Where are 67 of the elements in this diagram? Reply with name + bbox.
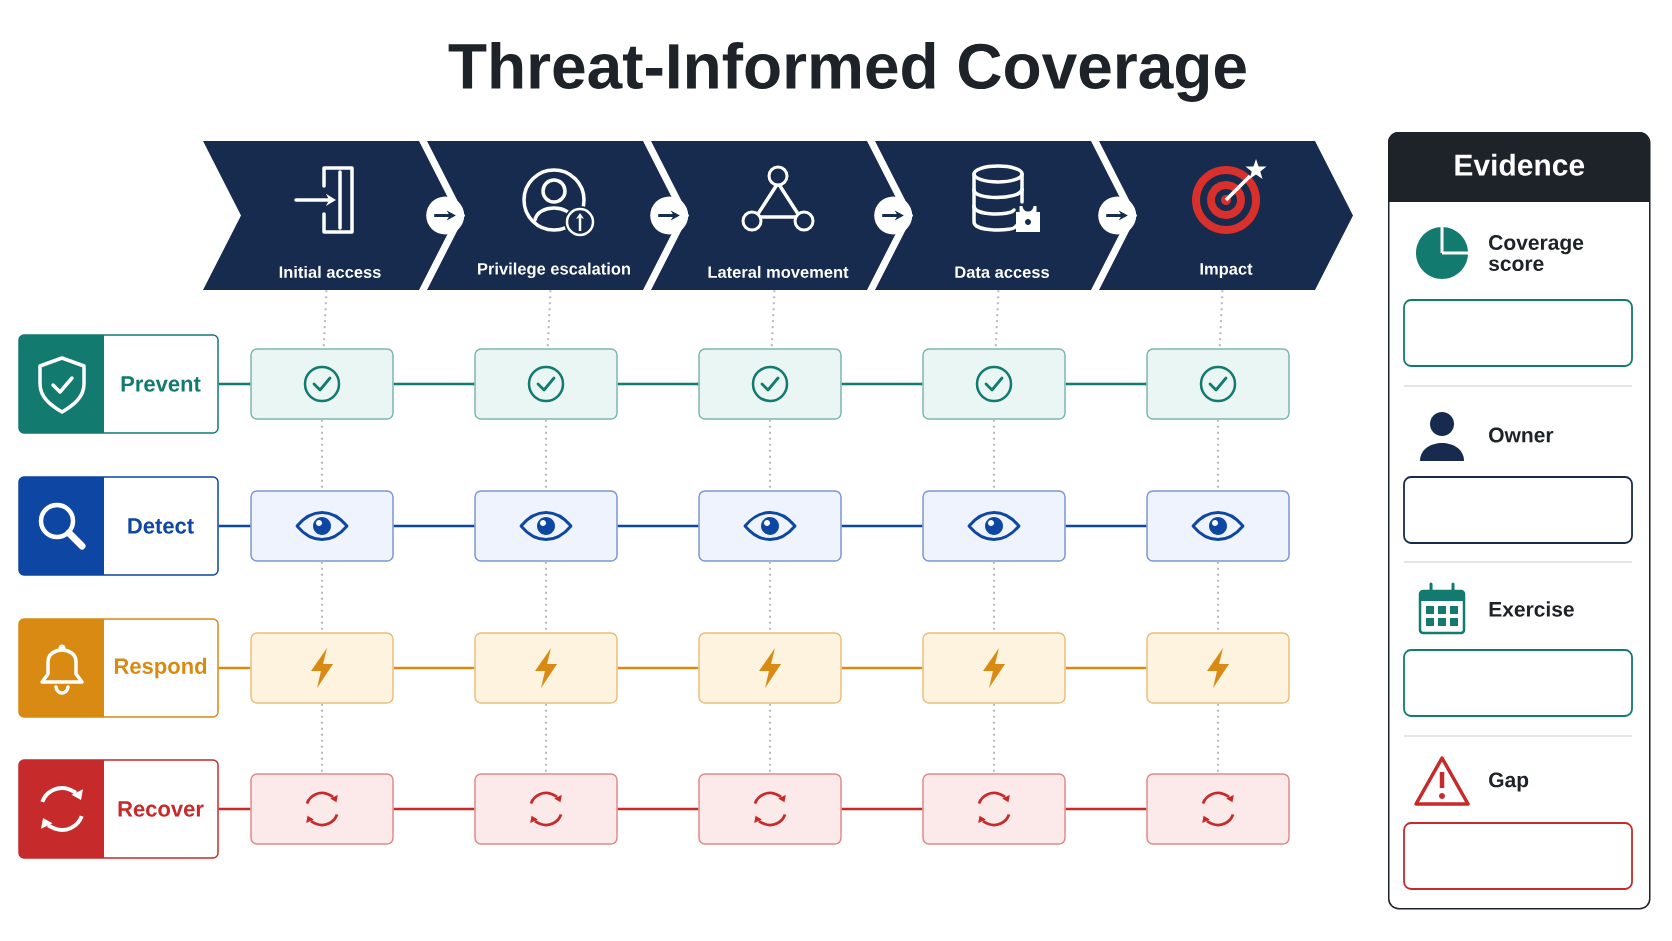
node-label: Initial access bbox=[279, 265, 381, 278]
coverage-cell bbox=[922, 632, 1066, 704]
connector-line bbox=[617, 666, 699, 670]
arrow bbox=[874, 196, 913, 235]
dotted-line bbox=[1217, 702, 1219, 775]
connector-line bbox=[841, 807, 923, 811]
connector-line bbox=[841, 666, 923, 670]
arrow bbox=[650, 196, 689, 235]
connector-line bbox=[218, 382, 251, 386]
coverage-cell bbox=[698, 632, 842, 704]
connector-line bbox=[617, 382, 699, 386]
coverage-cell bbox=[474, 773, 618, 845]
connector-line bbox=[393, 382, 475, 386]
connector-line bbox=[841, 382, 923, 386]
connector-line bbox=[393, 666, 475, 670]
row-label: Recover bbox=[18, 759, 219, 859]
connector-line bbox=[1065, 524, 1147, 528]
field-label: Exercise bbox=[1489, 601, 1574, 617]
coverage-cell bbox=[474, 490, 618, 562]
coverage-cell bbox=[698, 348, 842, 420]
dotted-line bbox=[321, 702, 323, 775]
connector-line bbox=[393, 524, 475, 528]
coverage-cell bbox=[922, 490, 1066, 562]
title: Threat-Informed Coverage bbox=[448, 42, 1246, 102]
stage-banner: Initial access bbox=[203, 141, 457, 290]
node-label: Lateral movement bbox=[708, 265, 849, 278]
node-label: Privilege escalation bbox=[478, 262, 630, 278]
arrow bbox=[426, 196, 465, 235]
connector-line bbox=[393, 807, 475, 811]
coverage-cell bbox=[698, 490, 842, 562]
dotted-line bbox=[993, 702, 995, 775]
connector-line bbox=[218, 807, 251, 811]
coverage-cell bbox=[250, 773, 394, 845]
stage-banner: Privilege escalation bbox=[427, 141, 681, 290]
coverage-cell bbox=[1146, 490, 1290, 562]
dotted-line bbox=[769, 702, 771, 775]
coverage-cell bbox=[1146, 632, 1290, 704]
connector-line bbox=[841, 524, 923, 528]
connector-line bbox=[617, 807, 699, 811]
coverage-cell bbox=[1146, 773, 1290, 845]
field-label: Coverage score bbox=[1488, 235, 1584, 271]
row-label: Respond bbox=[18, 618, 219, 718]
connector-line bbox=[218, 524, 251, 528]
row-label: Prevent bbox=[18, 334, 219, 434]
connector-line bbox=[1065, 666, 1147, 670]
dotted-line bbox=[545, 702, 547, 775]
arrow bbox=[1098, 196, 1137, 235]
field-label: Owner bbox=[1489, 427, 1554, 443]
coverage-cell bbox=[250, 632, 394, 704]
stage-banner: Data access bbox=[875, 141, 1129, 290]
node-label: Impact bbox=[1200, 263, 1253, 278]
coverage-cell bbox=[922, 773, 1066, 845]
coverage-cell bbox=[474, 348, 618, 420]
coverage-cell bbox=[474, 632, 618, 704]
field-label: Gap bbox=[1489, 772, 1529, 792]
row-label: Detect bbox=[18, 476, 219, 576]
connector-line bbox=[1065, 382, 1147, 386]
coverage-cell bbox=[250, 348, 394, 420]
connector-line bbox=[218, 666, 251, 670]
connector-line bbox=[1065, 807, 1147, 811]
connector-line bbox=[617, 524, 699, 528]
node-label: Data access bbox=[955, 266, 1049, 278]
coverage-cell bbox=[922, 348, 1066, 420]
stage-banner: Lateral movement bbox=[651, 141, 905, 290]
coverage-cell bbox=[698, 773, 842, 845]
coverage-cell bbox=[250, 490, 394, 562]
coverage-cell bbox=[1146, 348, 1290, 420]
